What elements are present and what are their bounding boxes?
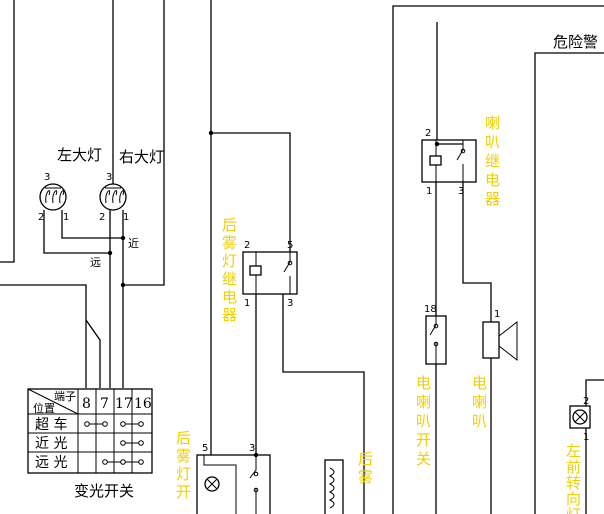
label-char: 灯 bbox=[176, 465, 191, 483]
label-char: 开 bbox=[176, 483, 191, 501]
table-col-header: 7 bbox=[100, 396, 109, 412]
dimmer-switch-label: 变光开关 bbox=[74, 482, 134, 500]
hazard-label: 危险警 bbox=[553, 33, 598, 51]
table-corner-top: 端子 bbox=[54, 390, 76, 403]
label-char: 喇 bbox=[416, 393, 431, 411]
terminal-label: 1 bbox=[244, 298, 250, 309]
terminal-label: 5 bbox=[287, 240, 293, 251]
rear-fog-switch-label: 后 雾 灯 开 bbox=[176, 429, 196, 501]
table-corner-bottom: 位置 bbox=[33, 401, 55, 415]
label-char: 喇 bbox=[485, 114, 500, 132]
label-char: 向 bbox=[566, 490, 581, 508]
table-row-label: 近 光 bbox=[35, 436, 67, 452]
junction-dot bbox=[253, 452, 259, 458]
rear-fog-relay-label: 后 雾 灯 继 电 器 bbox=[222, 216, 242, 324]
label-char: 继 bbox=[485, 152, 500, 170]
label-char: 继 bbox=[222, 270, 237, 288]
junction-dot bbox=[120, 235, 126, 241]
label-char: 灯 bbox=[222, 252, 237, 270]
horn-switch: 18 bbox=[424, 304, 447, 365]
terminal-label: 1 bbox=[583, 432, 589, 443]
terminal-label: 3 bbox=[458, 186, 464, 197]
label-char: 电 bbox=[472, 374, 487, 392]
table-col-header: 16 bbox=[134, 396, 152, 412]
terminal-label: 2 bbox=[38, 212, 44, 223]
rear-fog-lamp-label: 后 雾 bbox=[358, 450, 378, 486]
terminal-label: 2 bbox=[99, 212, 105, 223]
terminal-label: 1 bbox=[494, 309, 500, 320]
wire-left-edge-3 bbox=[85, 319, 101, 388]
label-char: 电 bbox=[222, 288, 237, 306]
label-char: 喇 bbox=[472, 393, 487, 411]
terminal-label: 1 bbox=[63, 212, 69, 223]
wire-turn-lamp-right bbox=[585, 379, 604, 514]
wire-right-frame bbox=[392, 5, 604, 514]
label-char: 雾 bbox=[176, 447, 191, 465]
left-front-turn-label: 左 前 转 向 灯 bbox=[566, 442, 586, 514]
terminal-label: 3 bbox=[44, 172, 50, 183]
table-col-header: 8 bbox=[82, 396, 91, 412]
left-front-turn-lamp: 2 1 bbox=[569, 396, 591, 443]
junction-dot bbox=[208, 130, 214, 136]
table-row-label: 超 车 bbox=[35, 416, 67, 433]
label-char: 器 bbox=[485, 190, 500, 208]
wire-hr-3 bbox=[462, 182, 492, 322]
terminal-label: 1 bbox=[123, 212, 129, 223]
label-char: 后 bbox=[176, 429, 191, 447]
label-char: 关 bbox=[416, 450, 431, 468]
label-char: 转 bbox=[566, 474, 581, 492]
label-char: 左 bbox=[566, 442, 581, 460]
terminal-label: 3 bbox=[249, 443, 255, 454]
terminal-label: 3 bbox=[287, 298, 293, 309]
table-row-label: 远 光 bbox=[35, 455, 67, 471]
wire-left-edge-2 bbox=[0, 284, 87, 388]
label-char: 叭 bbox=[485, 133, 500, 151]
rear-fog-relay: 2 5 1 3 bbox=[242, 240, 298, 309]
horn-relay: 2 1 3 bbox=[421, 128, 477, 197]
label-char: 电 bbox=[485, 171, 500, 189]
wire-fr-top bbox=[211, 132, 291, 252]
label-char: 电 bbox=[416, 374, 431, 392]
table-col-header: 17 bbox=[115, 396, 133, 412]
label-char: 雾 bbox=[358, 468, 373, 486]
label-char: 后 bbox=[358, 450, 373, 468]
label-char: 开 bbox=[416, 431, 431, 449]
far-beam-label: 远 bbox=[90, 256, 101, 269]
label-char: 灯 bbox=[566, 506, 581, 514]
right-headlight-label: 右大灯 bbox=[119, 148, 164, 166]
dimmer-switch-table: 端子 位置 8 7 17 16 超 车 近 光 远 光 bbox=[27, 388, 153, 474]
right-headlight: 3 2 1 bbox=[99, 172, 129, 223]
terminal-label: 18 bbox=[424, 304, 437, 315]
junction-dot bbox=[107, 250, 113, 256]
terminal-label: 2 bbox=[425, 128, 431, 139]
label-char: 叭 bbox=[472, 412, 487, 430]
label-char: 雾 bbox=[222, 234, 237, 252]
wire-lh-2 bbox=[43, 210, 110, 254]
near-beam-label: 近 bbox=[128, 237, 139, 250]
terminal-label: 5 bbox=[202, 443, 208, 454]
terminal-label: 1 bbox=[426, 186, 432, 197]
left-headlight-label: 左大灯 bbox=[57, 146, 102, 164]
wire-hazard-drop bbox=[534, 52, 604, 514]
horn-switch-label: 电 喇 叭 开 关 bbox=[416, 374, 436, 468]
left-headlight: 3 2 1 bbox=[38, 172, 69, 223]
wire-right-trunk bbox=[123, 0, 165, 286]
horn: 1 bbox=[482, 309, 518, 362]
wire-fr-3 bbox=[282, 294, 365, 514]
horn-label: 电 喇 叭 bbox=[472, 374, 492, 430]
terminal-label: 2 bbox=[244, 240, 250, 251]
junction-dot bbox=[120, 282, 126, 288]
rear-fog-switch: 5 3 bbox=[196, 443, 271, 514]
wire-left-edge-1 bbox=[0, 0, 15, 263]
label-char: 后 bbox=[222, 216, 237, 234]
label-char: 叭 bbox=[416, 412, 431, 430]
terminal-label: 3 bbox=[106, 172, 112, 183]
rear-fog-lamp bbox=[324, 459, 344, 514]
terminal-label: 2 bbox=[583, 396, 589, 407]
wire-lh-1 bbox=[61, 210, 123, 239]
label-char: 器 bbox=[222, 306, 237, 324]
label-char: 前 bbox=[566, 458, 581, 476]
horn-relay-label: 喇 叭 继 电 器 bbox=[485, 114, 505, 208]
